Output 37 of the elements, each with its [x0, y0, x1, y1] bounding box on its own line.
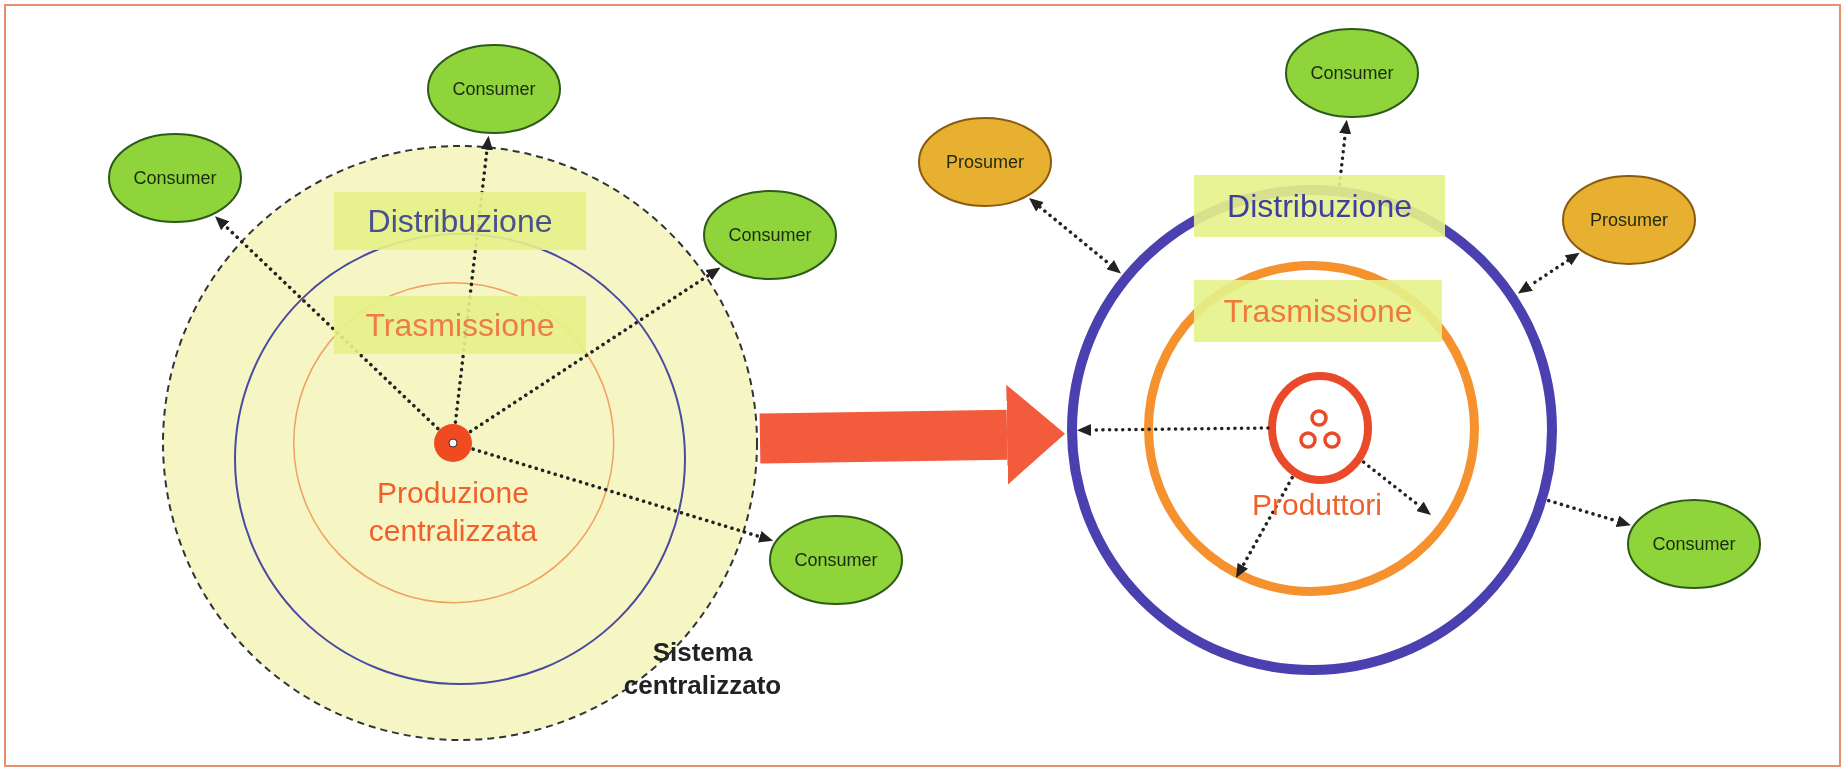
ring — [1142, 259, 1480, 597]
block-arrow — [759, 384, 1066, 485]
ellipse-node — [768, 514, 904, 606]
node-label: Consumer — [1652, 532, 1736, 556]
node-label: Trasmissione — [1223, 292, 1413, 331]
dotted-arrow — [1546, 498, 1631, 527]
dotted-arrow — [1517, 252, 1580, 294]
node-label: Produzione centralizzata — [368, 476, 538, 547]
node-label: Prosumer — [946, 150, 1024, 174]
ellipse-node — [917, 116, 1053, 208]
node-label: Consumer — [728, 223, 812, 247]
node-label: Trasmissione — [365, 306, 555, 345]
dotted-arrow — [215, 216, 440, 431]
dotted-arrow — [453, 135, 493, 424]
node-label: Produttori — [1251, 486, 1383, 523]
ellipse-node — [1284, 27, 1420, 119]
ellipse-node — [1626, 498, 1762, 590]
node-label: Distribuzione — [367, 202, 553, 241]
ellipse-node — [1561, 174, 1697, 266]
node-label: Consumer — [452, 77, 536, 101]
dotted-arrow — [1028, 198, 1121, 274]
node-label: Consumer — [794, 548, 878, 572]
circle — [292, 281, 616, 605]
ellipse-node — [426, 43, 562, 135]
ellipse-node — [107, 132, 243, 224]
node-label: Sistema centralizzato — [623, 637, 782, 700]
thick-ring — [1066, 175, 1558, 676]
node-label: Prosumer — [1590, 208, 1668, 232]
node-label: Consumer — [133, 166, 217, 190]
dotted-arrow — [1361, 460, 1431, 515]
dotted-arrow — [468, 267, 721, 434]
dotted-arrow — [1236, 475, 1294, 578]
node-label: Consumer — [1310, 61, 1394, 85]
dotted-arrow — [471, 447, 774, 543]
ellipse-node — [702, 189, 838, 281]
dotted-arrow — [1077, 424, 1270, 436]
node-label: Distribuzione — [1227, 187, 1412, 226]
